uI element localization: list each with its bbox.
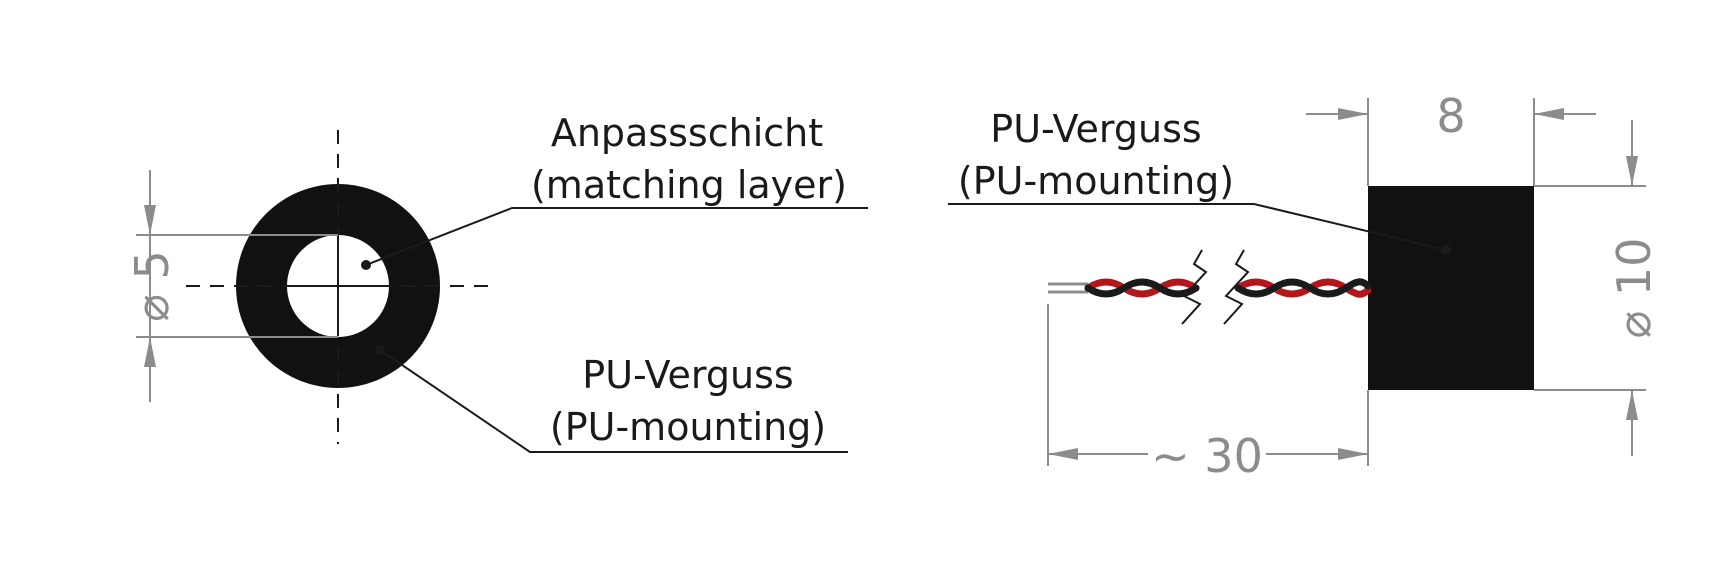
front-view: ⌀ 5 Anpassschicht (matching layer) PU-Ve…	[125, 111, 868, 453]
matching-layer-callout: Anpassschicht (matching layer)	[361, 111, 868, 270]
arrowhead	[1626, 156, 1638, 186]
matching-layer-label: Anpassschicht	[551, 111, 823, 155]
front-mounting-label-en: (PU-mounting)	[550, 405, 826, 449]
front-mounting-callout: PU-Verguss (PU-mounting)	[375, 345, 848, 453]
side-mounting-label: PU-Verguss	[990, 107, 1201, 151]
transducer-body	[1368, 186, 1534, 390]
twisted-cable-segment	[1234, 278, 1372, 298]
body-diameter-label: ⌀ 10	[1607, 238, 1661, 339]
arrowhead	[144, 337, 156, 367]
cable-length-label: ~ 30	[1151, 429, 1263, 483]
arrowhead	[1534, 108, 1564, 120]
body-length-dimension: 8	[1306, 89, 1596, 186]
wire-ends	[1048, 282, 1088, 294]
side-mounting-callout: PU-Verguss (PU-mounting)	[948, 107, 1451, 255]
front-mounting-label: PU-Verguss	[582, 353, 793, 397]
side-mounting-label-en: (PU-mounting)	[958, 159, 1234, 203]
body-diameter-dimension: ⌀ 10	[1534, 120, 1661, 456]
arrowhead	[144, 205, 156, 235]
inner-diameter-label: ⌀ 5	[125, 250, 179, 322]
arrowhead	[1338, 108, 1368, 120]
arrowhead	[1338, 448, 1368, 460]
body-length-label: 8	[1436, 89, 1465, 143]
arrowhead	[1626, 390, 1638, 420]
cable-break-marks	[1181, 249, 1250, 325]
inner-diameter-dimension: ⌀ 5	[125, 170, 338, 402]
matching-layer-label-en: (matching layer)	[531, 163, 847, 207]
cable-length-dimension: ~ 30	[1047, 304, 1369, 483]
side-view: PU-Verguss (PU-mounting) 8 ⌀ 10	[948, 89, 1661, 483]
twisted-cable-segment	[1084, 278, 1200, 298]
arrowhead	[1048, 448, 1078, 460]
